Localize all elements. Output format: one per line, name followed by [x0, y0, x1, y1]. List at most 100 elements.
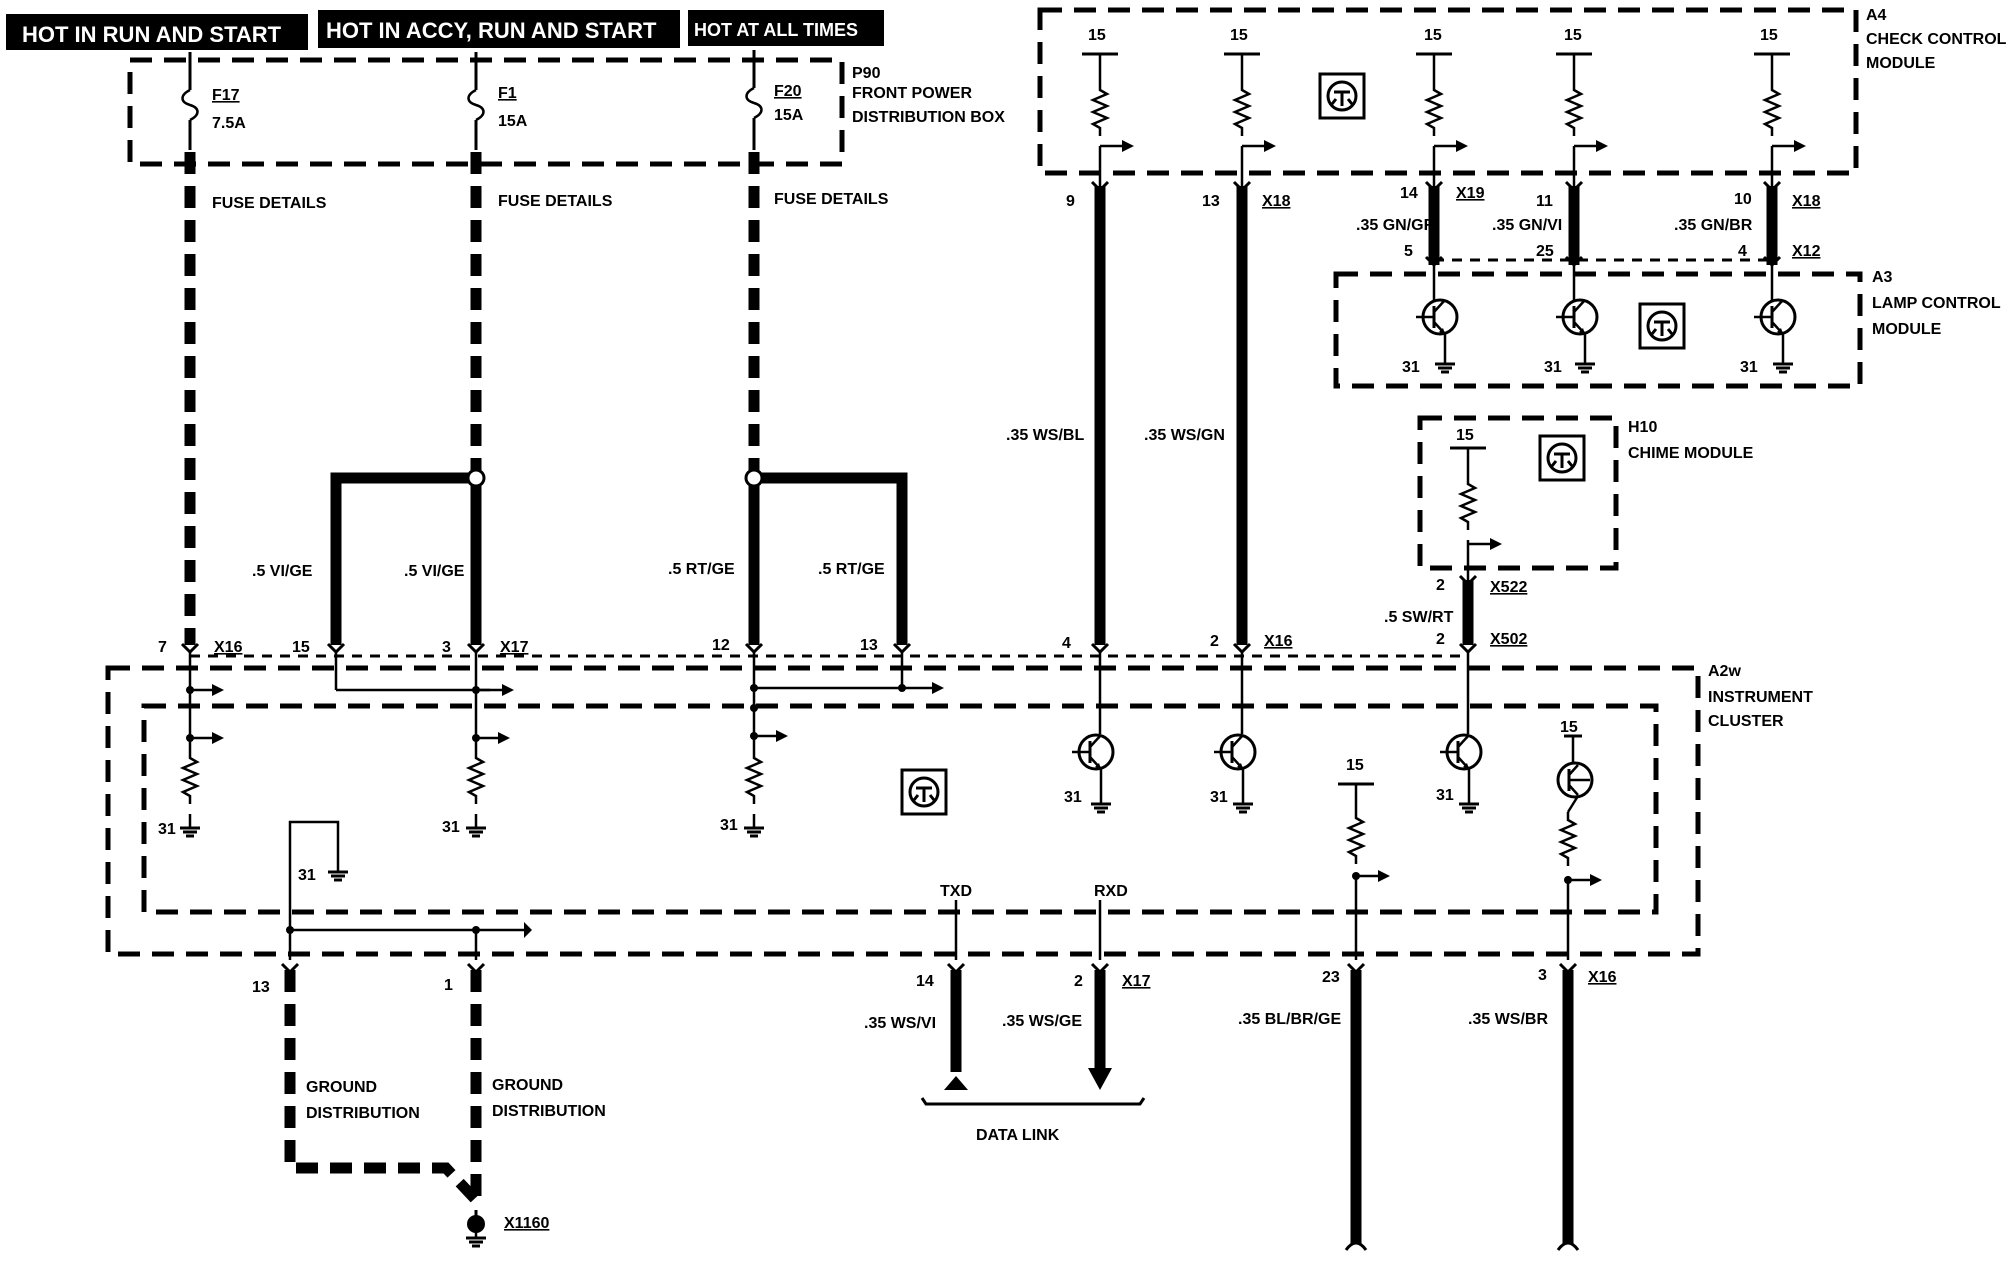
- pin-7: 7: [158, 639, 167, 656]
- header-run-start-text: HOT IN RUN AND START: [22, 22, 282, 47]
- cluster-gnd-31-a: 31: [158, 821, 176, 838]
- wire-label-blbrge: .35 BL/BR/GE: [1238, 1011, 1341, 1028]
- cluster-id: A2w: [1708, 663, 1741, 680]
- wire-label-vige-l: .5 VI/GE: [252, 563, 313, 580]
- pin-13-bottom: 13: [252, 979, 270, 996]
- wire-label-wsvi: .35 WS/VI: [864, 1015, 936, 1032]
- conn-x17-b: X17: [1122, 973, 1151, 990]
- conn-x18-b: X18: [1792, 193, 1821, 210]
- chime-pin-15: 15: [1456, 427, 1474, 444]
- wire-label-swrt: .5 SW/RT: [1384, 609, 1454, 626]
- wire-label-wsbr: .35 WS/BR: [1468, 1011, 1548, 1028]
- header-all-times-text: HOT AT ALL TIMES: [694, 20, 858, 40]
- ground-dist-l-1: GROUND: [306, 1079, 377, 1096]
- cc-pin-15-d: 15: [1564, 27, 1582, 44]
- pin-15-x17: 15: [292, 639, 310, 656]
- a3-gnd-31-c: 31: [1740, 359, 1758, 376]
- chime-name: CHIME MODULE: [1628, 445, 1754, 462]
- header-all-times: [688, 10, 884, 46]
- cluster-gnd-31-e: 31: [1064, 789, 1082, 806]
- cluster-micro-icon: [900, 768, 948, 816]
- fuse-f17-rating: 7.5A: [212, 115, 246, 132]
- header-run-start: [6, 14, 308, 50]
- cluster-inner-outline: [141, 703, 1659, 915]
- conn-x19: X19: [1456, 185, 1485, 202]
- pin-12: 12: [712, 637, 730, 654]
- check-control-outline: [1037, 7, 1859, 176]
- data-link-label: DATA LINK: [976, 1127, 1060, 1144]
- lamp-control-outline: [1333, 271, 1863, 389]
- check-control-name-2: MODULE: [1866, 55, 1936, 72]
- pin-11: 11: [1536, 193, 1553, 210]
- ground-x1160-icon: [464, 1228, 488, 1248]
- pin-3-bottom: 3: [1538, 967, 1547, 984]
- pin-23: 23: [1322, 969, 1340, 986]
- conn-x12: X12: [1792, 243, 1821, 260]
- check-control-circuits: [1082, 52, 1808, 190]
- wire-label-gnvi: .35 GN/VI: [1492, 217, 1562, 234]
- pin-9: 9: [1066, 193, 1075, 210]
- wire-label-gngr: .35 GN/GR: [1356, 217, 1436, 234]
- pin-14: 14: [1400, 185, 1418, 202]
- fuse-f20-rating: 15A: [774, 107, 804, 124]
- wire-label-gnbr: .35 GN/BR: [1674, 217, 1753, 234]
- pin-4-x16: 4: [1062, 635, 1071, 652]
- conn-x17-a: X17: [500, 639, 529, 656]
- conn-x16-b: X16: [1264, 633, 1293, 650]
- fusebox-name-2: DISTRIBUTION BOX: [852, 109, 1005, 126]
- lamp-control-micro-icon: [1638, 302, 1686, 350]
- cc-pin-15-a: 15: [1088, 27, 1106, 44]
- pin-2-bottom: 2: [1074, 973, 1083, 990]
- fuse-f1-rating: 15A: [498, 113, 528, 130]
- chime-id: H10: [1628, 419, 1657, 436]
- fuse-details-3: FUSE DETAILS: [774, 191, 889, 208]
- fuse-details-2: FUSE DETAILS: [498, 193, 613, 210]
- cc-pin-15-e: 15: [1760, 27, 1778, 44]
- conn-x16-c: X16: [1588, 969, 1617, 986]
- lamp-control-transistors: [1414, 266, 1797, 374]
- conn-x522: X522: [1490, 579, 1527, 596]
- cc-pin-15-b: 15: [1230, 27, 1248, 44]
- chime-micro-icon: [1538, 434, 1586, 482]
- check-control-id: A4: [1866, 7, 1887, 24]
- cluster-gnd-31-g: 31: [1436, 787, 1454, 804]
- pin-13-x18: 13: [1202, 193, 1220, 210]
- cluster-pin-15-a: 15: [1346, 757, 1364, 774]
- pin-25: 25: [1536, 243, 1554, 260]
- chime-circuit: [1450, 446, 1504, 580]
- cluster-gnd-31-b: 31: [442, 819, 460, 836]
- cluster-gnd-31-f: 31: [1210, 789, 1228, 806]
- conn-x18-a: X18: [1262, 193, 1291, 210]
- pin-2-x16: 2: [1210, 633, 1219, 650]
- pin-3-x17: 3: [442, 639, 451, 656]
- cluster-name-2: CLUSTER: [1708, 713, 1784, 730]
- a3-gnd-31-a: 31: [1402, 359, 1420, 376]
- pin-5: 5: [1404, 243, 1413, 260]
- ground-dist-r-1: GROUND: [492, 1077, 563, 1094]
- pin-14-bottom: 14: [916, 973, 934, 990]
- ground-dist-l-2: DISTRIBUTION: [306, 1105, 420, 1122]
- a3-gnd-31-b: 31: [1544, 359, 1562, 376]
- conn-x502: X502: [1490, 631, 1527, 648]
- cluster-gnd-31-d: 31: [298, 867, 316, 884]
- wire-label-wsge: .35 WS/GE: [1002, 1013, 1082, 1030]
- pin-2-x522: 2: [1436, 577, 1445, 594]
- cc-pin-15-c: 15: [1424, 27, 1442, 44]
- fusebox-name-1: FRONT POWER: [852, 85, 972, 102]
- lamp-control-id: A3: [1872, 269, 1893, 286]
- conn-x1160: X1160: [504, 1215, 549, 1232]
- wire-vige-branch: [330, 472, 476, 645]
- check-control-micro-icon: [1318, 72, 1366, 120]
- header-accy-run-start: [318, 10, 680, 48]
- wire-label-wsbl: .35 WS/BL: [1006, 427, 1084, 444]
- fuse-f17-icon: [181, 88, 199, 122]
- pin-1-bottom: 1: [444, 977, 453, 994]
- lamp-control-name-1: LAMP CONTROL: [1872, 295, 2001, 312]
- fuse-f17-name: F17: [212, 87, 240, 104]
- fuse-f1-icon: [467, 88, 485, 122]
- check-control-name-1: CHECK CONTROL: [1866, 31, 2006, 48]
- fuse-f20-icon: [745, 86, 763, 120]
- chime-outline: [1417, 415, 1619, 571]
- ground-dist-r-2: DISTRIBUTION: [492, 1103, 606, 1120]
